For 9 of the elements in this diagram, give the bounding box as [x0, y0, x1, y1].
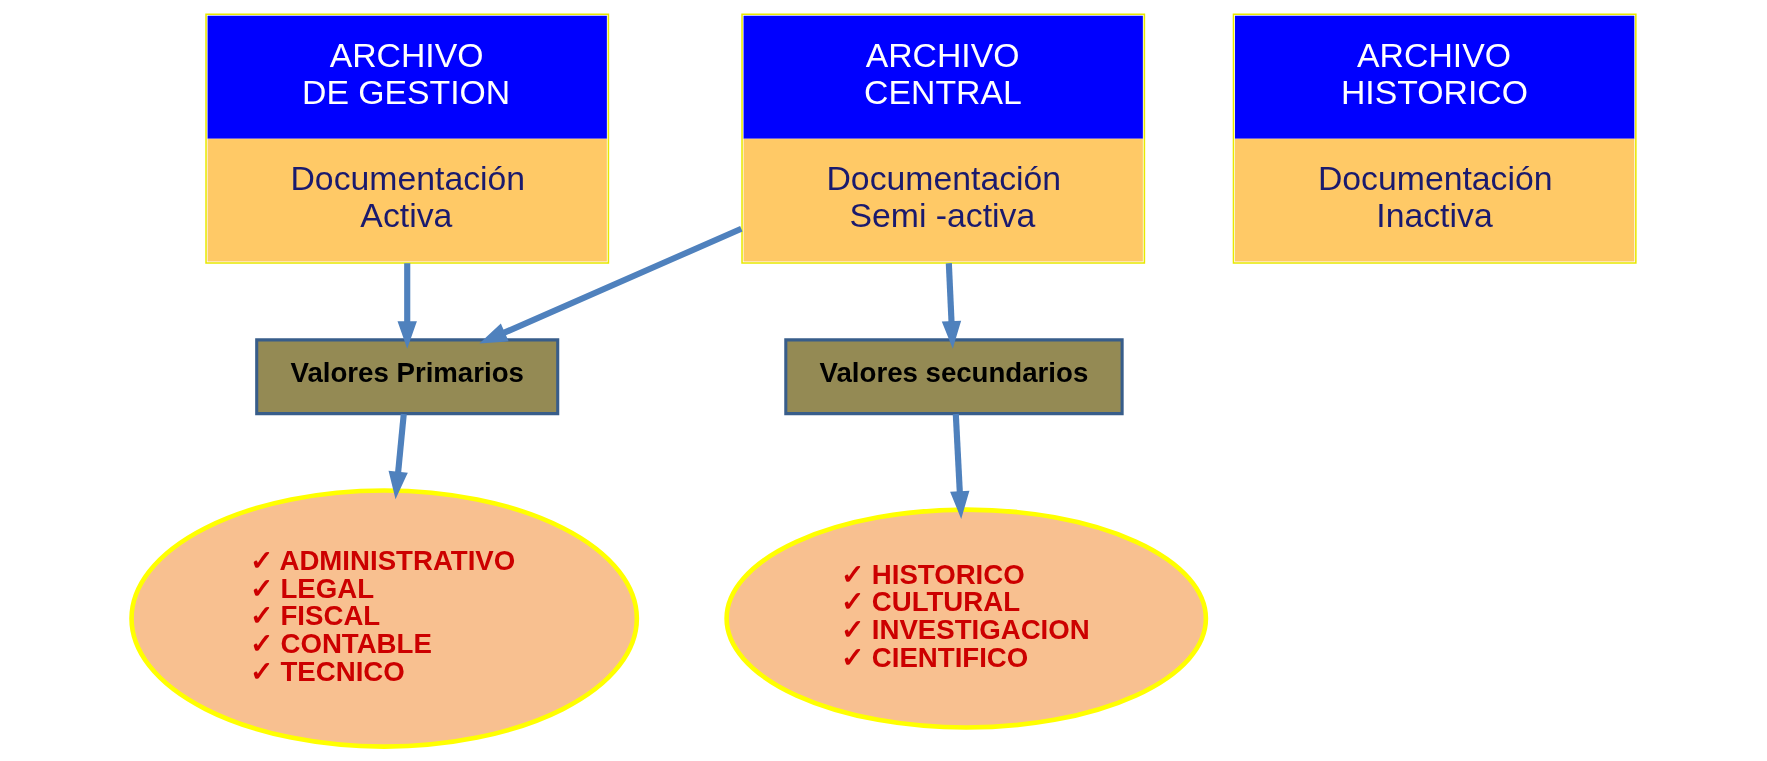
node-box: Valores secundarios: [784, 338, 1124, 416]
arrow: [950, 413, 970, 519]
arrow: [397, 263, 417, 349]
arrow: [941, 263, 962, 349]
arrow: [479, 225, 743, 344]
node-ellipse: ✓ ADMINISTRATIVO ✓ LEGAL ✓ FISCAL ✓ CONTABLE ✓ TECNICO: [129, 488, 640, 749]
node-ellipse: ✓ HISTORICO ✓ CULTURAL ✓ INVESTIGACION ✓ CIENTIFICO: [724, 507, 1209, 730]
node-box: Valores Primarios: [255, 338, 560, 416]
arrow: [388, 413, 408, 500]
